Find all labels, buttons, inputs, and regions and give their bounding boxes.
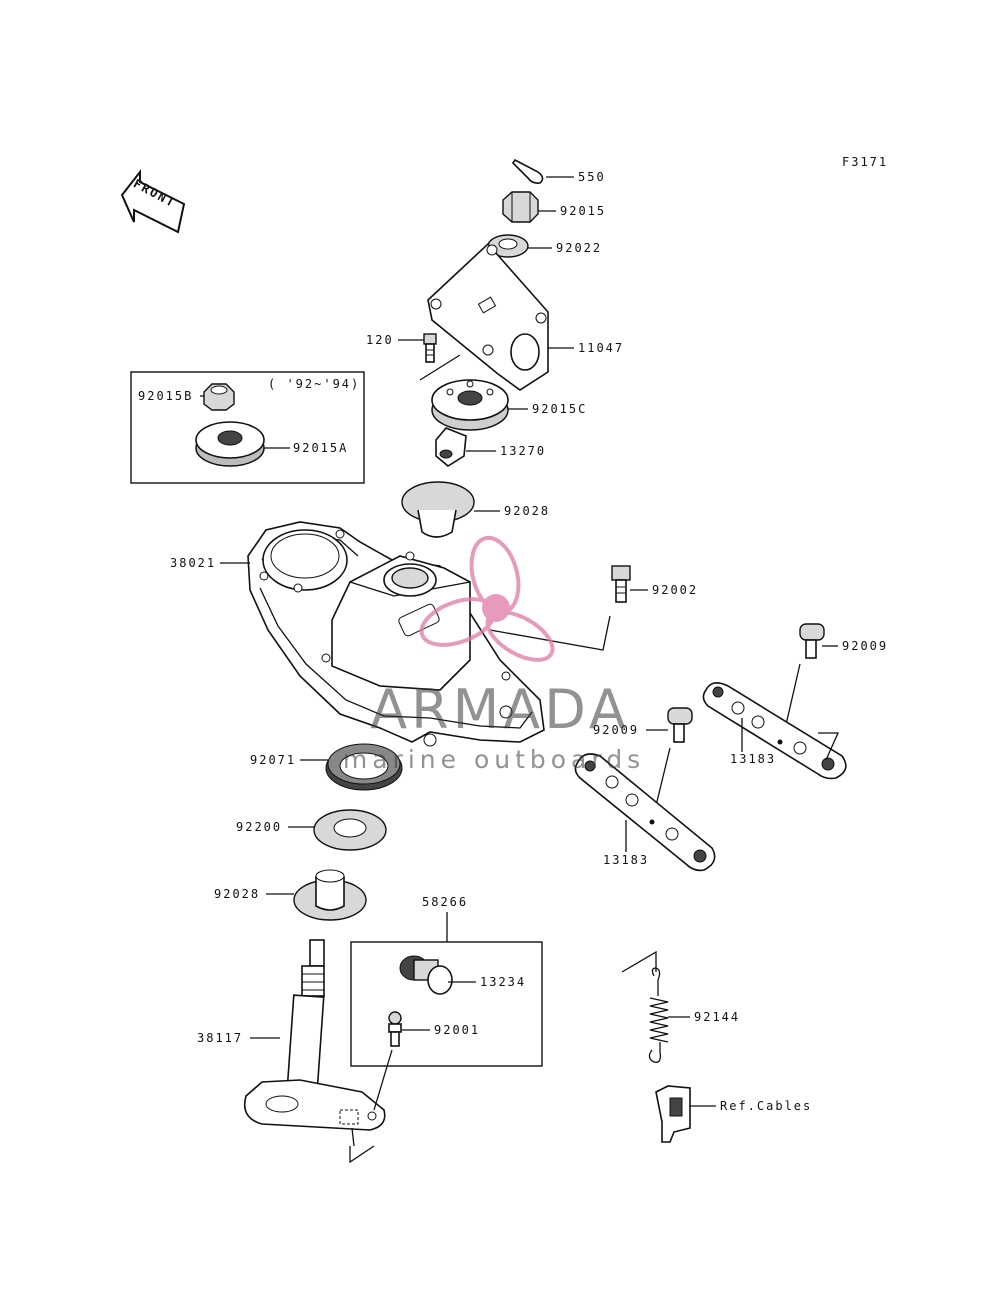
- cable-clip-part: [655, 1085, 691, 1143]
- propeller-logo-icon: [419, 535, 555, 662]
- steering-base-plate-part: [247, 521, 545, 747]
- label-92009-left: 92009: [593, 723, 639, 737]
- label-13234: 13234: [480, 975, 526, 989]
- label-92015b: 92015B: [138, 389, 193, 403]
- watermark-tagline: marine outboards: [343, 745, 645, 774]
- steering-arm-right-part: [702, 682, 847, 780]
- label-550: 550: [578, 170, 606, 184]
- flange-nut-92015c-part: [431, 379, 509, 431]
- ref-cables-label: Ref.Cables: [720, 1099, 812, 1113]
- label-92015c: 92015C: [532, 402, 587, 416]
- nut-92015b-part: [203, 383, 235, 411]
- label-92009-right: 92009: [842, 639, 888, 653]
- label-38021: 38021: [170, 556, 216, 570]
- steering-bracket-part: [427, 242, 549, 391]
- label-92001: 92001: [434, 1023, 480, 1037]
- label-92071: 92071: [250, 753, 296, 767]
- bolt-92009-left-part: [667, 707, 693, 743]
- bolt-92009-right-part: [799, 623, 825, 659]
- label-92200: 92200: [236, 820, 282, 834]
- nut-92015a-part: [195, 421, 265, 467]
- washer-part: [487, 234, 529, 258]
- label-92028-lower: 92028: [214, 887, 260, 901]
- figure-code: F3171: [842, 155, 888, 169]
- bushing-upper-part: [401, 481, 475, 538]
- collar-13270-part: [435, 427, 467, 467]
- plug-13234-part: [399, 955, 453, 995]
- ball-joint-92001-part: [388, 1011, 402, 1047]
- label-92028-upper: 92028: [504, 504, 550, 518]
- steering-arm-left-part: [574, 753, 716, 872]
- castle-nut-part: [502, 191, 539, 223]
- label-120: 120: [366, 333, 394, 347]
- kit-58266-box: [350, 941, 543, 1067]
- washer-92200-part: [313, 809, 387, 851]
- label-58266: 58266: [422, 895, 468, 909]
- bolt-120-part: [423, 333, 437, 363]
- label-92144: 92144: [694, 1010, 740, 1024]
- label-92015: 92015: [560, 204, 606, 218]
- front-arrow-icon: FRONT: [120, 169, 186, 234]
- variant-inset-box: [130, 371, 365, 484]
- seal-92071-part: [325, 743, 403, 791]
- label-13183-left: 13183: [603, 853, 649, 867]
- bushing-lower-part: [293, 869, 367, 921]
- label-92002: 92002: [652, 583, 698, 597]
- watermark-brand: ARMADA: [370, 678, 630, 741]
- label-92022: 92022: [556, 241, 602, 255]
- label-13183-right: 13183: [730, 752, 776, 766]
- armada-watermark: ARMADA marine outboards: [343, 535, 645, 774]
- spring-92144-part: [648, 967, 669, 1063]
- inset-years-label: ( '92~'94): [268, 377, 360, 391]
- label-92015a: 92015A: [293, 441, 348, 455]
- cotter-pin-part: [511, 158, 544, 184]
- label-38117: 38117: [197, 1031, 243, 1045]
- bolt-92002-part: [611, 565, 631, 603]
- steering-shaft-part: [243, 939, 386, 1147]
- label-11047: 11047: [578, 341, 624, 355]
- label-13270: 13270: [500, 444, 546, 458]
